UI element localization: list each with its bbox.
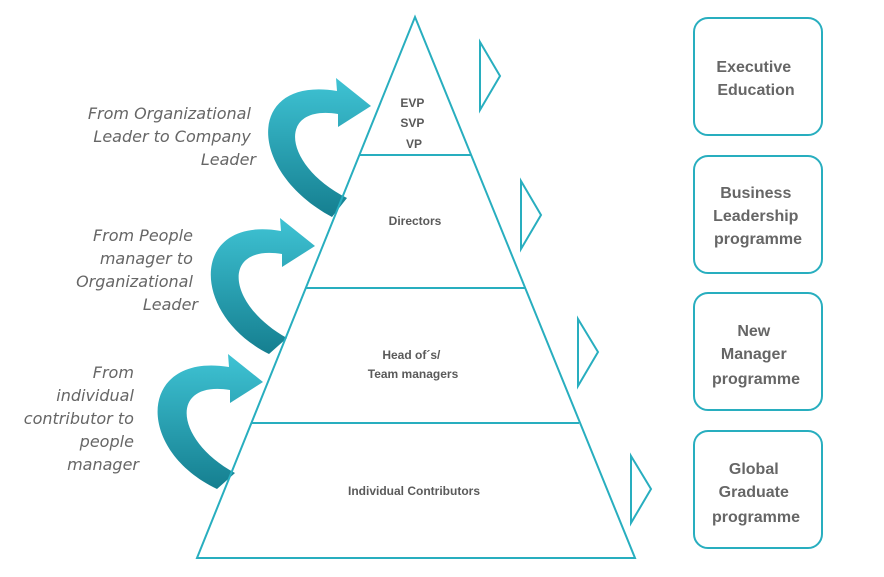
programme-line: programme — [714, 231, 802, 248]
level-label-line: Directors — [389, 214, 442, 228]
transition-arrows — [157, 78, 371, 489]
level-label-line: Head of´s/ — [382, 348, 441, 362]
transition-line: Leader — [201, 150, 258, 169]
transition-line: people — [79, 432, 134, 451]
level-directors: Directors — [389, 214, 442, 228]
curved-arrow-icon — [157, 354, 263, 489]
transition-org-to-company: From Organizational Leader to Company Le… — [88, 104, 258, 169]
programme-new-manager: New Manager programme — [712, 323, 800, 388]
programme-business-leadership: Business Leadership programme — [713, 185, 803, 248]
level-label-line: Team managers — [368, 367, 459, 381]
programme-line: programme — [712, 509, 800, 526]
level-team-managers: Head of´s/ Team managers — [368, 348, 459, 381]
programme-line: Graduate — [719, 484, 789, 501]
transition-line: manager to — [100, 249, 193, 268]
transition-individual-to-people: From individual contributor to people ma… — [24, 363, 141, 474]
level-label-line: Individual Contributors — [348, 484, 480, 498]
pointer-triangle-icon — [630, 452, 653, 527]
programme-box — [693, 430, 823, 549]
transition-people-to-org: From People manager to Organizational Le… — [76, 226, 199, 314]
programme-global-graduate: Global Graduate programme — [712, 461, 800, 526]
programme-line: programme — [712, 371, 800, 388]
transition-line: Leader — [143, 295, 200, 314]
level-pointers — [479, 38, 653, 527]
programme-box — [693, 17, 823, 136]
transitions: From Organizational Leader to Company Le… — [24, 104, 258, 474]
level-executives: EVP SVP VP — [400, 96, 427, 151]
transition-line: individual — [56, 386, 134, 405]
level-label-line: EVP — [400, 96, 424, 110]
pointer-triangle-icon — [479, 38, 502, 114]
level-label-line: SVP — [400, 116, 424, 130]
curved-arrow-icon — [210, 218, 315, 354]
programme-line: Business — [720, 185, 791, 202]
programme-line: Executive — [716, 59, 791, 76]
transition-line: manager — [67, 455, 140, 474]
curved-arrow-icon — [268, 78, 371, 217]
transition-line: From People — [93, 226, 193, 245]
level-label-line: VP — [406, 137, 422, 151]
programme-line: Education — [717, 82, 794, 99]
transition-line: From Organizational — [88, 104, 252, 123]
programme-line: New — [737, 323, 770, 340]
transition-line: Organizational — [76, 272, 193, 291]
programme-box — [693, 155, 823, 274]
programme-executive-education: Executive Education — [716, 59, 795, 99]
programme-box — [693, 292, 823, 411]
pointer-triangle-icon — [577, 315, 600, 390]
programme-line: Leadership — [713, 208, 799, 225]
pyramid: EVP SVP VP Directors Head of´s/ Team man… — [195, 14, 637, 559]
programmes: Executive Education Business Leadership … — [693, 17, 823, 549]
pointer-triangle-icon — [520, 177, 543, 253]
transition-line: From — [93, 363, 134, 382]
transition-line: contributor to — [24, 409, 134, 428]
programme-line: Global — [729, 461, 779, 478]
programme-line: Manager — [721, 346, 787, 363]
level-individual-contributors: Individual Contributors — [348, 484, 480, 498]
transition-line: Leader to Company — [93, 127, 251, 146]
